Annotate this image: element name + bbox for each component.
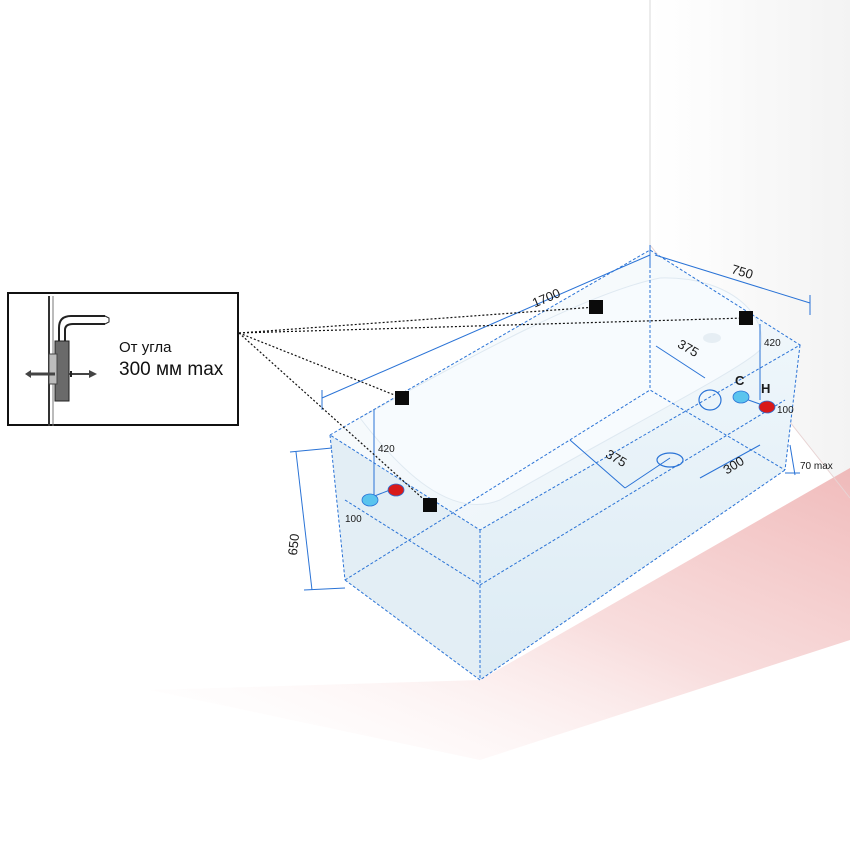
support-leader-lines <box>238 306 747 506</box>
mounting-detail-inset: От угла 300 мм max <box>7 292 239 426</box>
pipe-spacing-back-label: 100 <box>777 405 794 416</box>
tub-drain-hole <box>703 333 721 343</box>
inset-caption-line1: От угла <box>119 339 172 356</box>
cold-label: C <box>735 373 745 388</box>
height-label: 650 <box>285 533 302 556</box>
hot-label: H <box>761 381 770 396</box>
pipe-spacing-front-label: 100 <box>345 514 362 525</box>
floor <box>150 468 850 760</box>
cold-pipe-back <box>732 390 750 404</box>
support-marker-1 <box>589 300 603 314</box>
hot-pipe-back <box>758 400 776 414</box>
pipe-height-front-label: 420 <box>378 444 395 455</box>
tub-front-face <box>480 345 800 680</box>
hot-pipe-front <box>387 483 405 497</box>
wall-bracket-icon <box>25 296 110 426</box>
pipe-height-back-label: 420 <box>764 338 781 349</box>
width-label: 750 <box>730 261 755 282</box>
inset-caption: От угла 300 мм max <box>119 338 239 382</box>
support-marker-2 <box>739 311 753 325</box>
foot-clearance-label: 70 max <box>800 461 833 472</box>
inset-caption-line2: 300 мм max <box>119 359 224 380</box>
drain-outlet <box>656 452 684 468</box>
side-wall <box>650 0 850 498</box>
support-marker-4 <box>423 498 437 512</box>
cold-pipe-front <box>361 493 379 507</box>
support-marker-3 <box>395 391 409 405</box>
overflow-outlet <box>698 389 722 411</box>
dimension-lines <box>289 245 811 591</box>
